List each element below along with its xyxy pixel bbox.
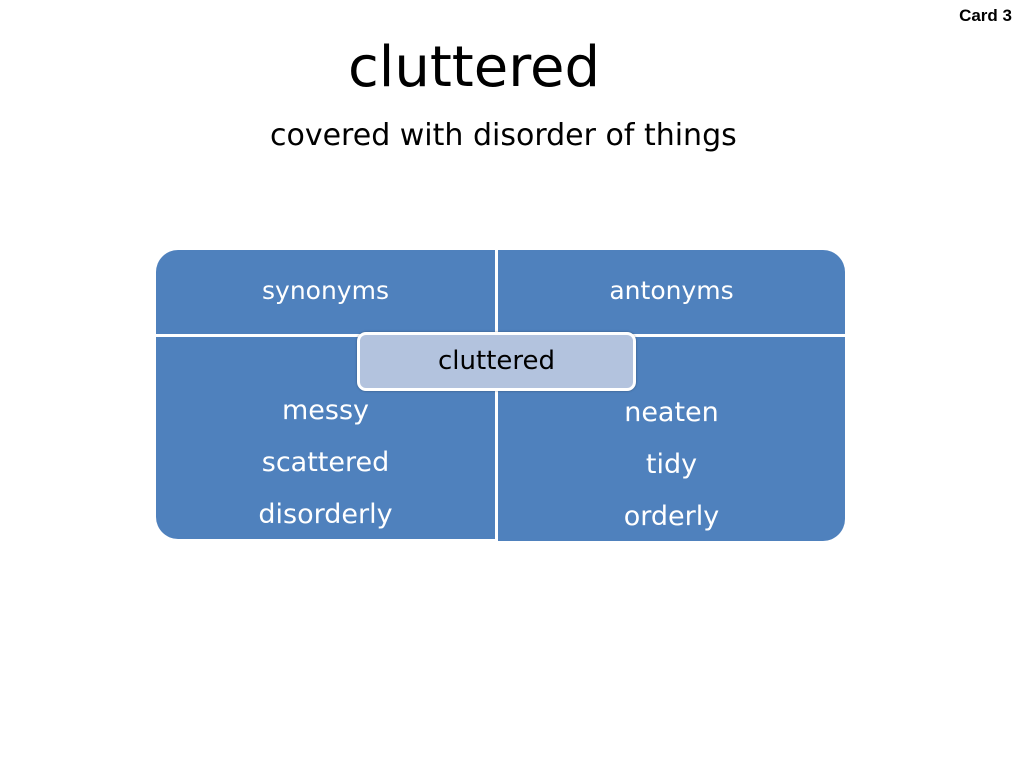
synonym-item: messy <box>281 395 370 426</box>
synonyms-header-panel: synonyms <box>156 250 495 334</box>
antonyms-header: antonyms <box>609 276 734 305</box>
card-label: Card 3 <box>959 6 1012 25</box>
synonyms-panel: messy scattered disorderly <box>156 337 495 539</box>
antonyms-list: neaten tidy orderly <box>498 387 845 543</box>
center-word-box: cluttered <box>357 332 636 391</box>
synonym-item: disorderly <box>258 499 393 530</box>
vocabulary-word: cluttered <box>348 35 600 100</box>
synonym-item: scattered <box>261 447 390 478</box>
word-definition: covered with disorder of things <box>270 118 737 153</box>
antonyms-header-panel: antonyms <box>498 250 845 334</box>
antonym-item: tidy <box>645 449 698 480</box>
antonym-item: orderly <box>623 501 720 532</box>
synonyms-header: synonyms <box>262 276 389 305</box>
synonyms-list: messy scattered disorderly <box>156 385 495 541</box>
antonym-item: neaten <box>624 397 719 428</box>
